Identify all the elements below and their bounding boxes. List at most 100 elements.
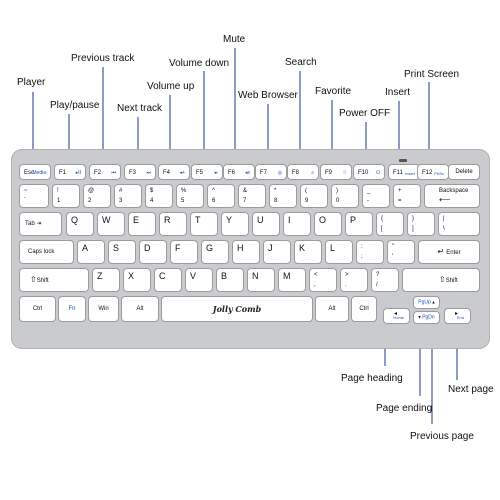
right-ctrl-key[interactable]: Ctrl — [351, 296, 377, 322]
caps-lock-key[interactable]: Caps lock — [19, 240, 74, 264]
key-1[interactable]: !1 — [52, 184, 80, 208]
callout-next-page: Next page — [448, 384, 494, 395]
brand-logo: Jolly Comb — [212, 304, 262, 314]
key-s[interactable]: S — [108, 240, 136, 264]
f12-key[interactable]: F12 PrtSc — [417, 164, 449, 180]
enter-key[interactable]: ↵ Enter — [418, 240, 480, 264]
f4-key[interactable]: F4 ◂+ — [158, 164, 190, 180]
key-k[interactable]: K — [294, 240, 322, 264]
f5-key[interactable]: F5 ◂- — [191, 164, 223, 180]
f9-key[interactable]: F9 ☆ — [320, 164, 352, 180]
right-shift-key[interactable]: ⇧Shift — [402, 268, 480, 292]
callout-page-heading: Page heading — [341, 373, 403, 384]
key-6[interactable]: ^6 — [207, 184, 235, 208]
key-t[interactable]: T — [190, 212, 218, 236]
key-i[interactable]: I — [283, 212, 311, 236]
right-arrow-key[interactable]: ▸ End — [444, 308, 471, 324]
next-track-icon: ⏭ — [146, 170, 151, 176]
callout-insert: Insert — [385, 87, 411, 98]
callout-power-off: Power OFF — [339, 108, 391, 119]
key-x[interactable]: X — [123, 268, 151, 292]
key-e[interactable]: E — [128, 212, 156, 236]
key-9[interactable]: (9 — [300, 184, 328, 208]
power-icon: ⏻ — [376, 170, 380, 176]
key-2[interactable]: @2 — [83, 184, 111, 208]
key-8[interactable]: *8 — [269, 184, 297, 208]
key-v[interactable]: V — [185, 268, 213, 292]
backslash-key[interactable]: |\ — [438, 212, 480, 236]
f3-key[interactable]: F3 ⏭ — [124, 164, 156, 180]
fn-key[interactable]: Fn — [58, 296, 86, 322]
tilde-key[interactable]: ~` — [19, 184, 49, 208]
win-key[interactable]: Win — [88, 296, 119, 322]
key-b[interactable]: B — [216, 268, 244, 292]
tab-arrow-icon: ⇥ — [34, 221, 42, 227]
shift-arrow-icon: ⇧ — [439, 275, 446, 284]
key-5[interactable]: %5 — [176, 184, 204, 208]
key-z[interactable]: Z — [92, 268, 120, 292]
key-g[interactable]: G — [201, 240, 229, 264]
key-7[interactable]: &7 — [238, 184, 266, 208]
callout-search: Search — [285, 57, 317, 68]
slash-key[interactable]: ?/ — [371, 268, 399, 292]
f10-key[interactable]: F10 ⏻ — [353, 164, 385, 180]
f6-key[interactable]: F6 ◂x — [223, 164, 255, 180]
key-c[interactable]: C — [154, 268, 182, 292]
key-3[interactable]: #3 — [114, 184, 142, 208]
semicolon-key[interactable]: :; — [356, 240, 384, 264]
left-arrow-key[interactable]: ◂ Home — [383, 308, 410, 324]
up-arrow-key[interactable]: PgUp ▴ — [413, 296, 440, 309]
favorite-icon: ☆ — [342, 170, 347, 176]
esc-key[interactable]: Esc Media — [19, 164, 51, 180]
down-arrow-icon: ▾ — [418, 314, 421, 320]
left-alt-key[interactable]: Alt — [121, 296, 159, 322]
key-y[interactable]: Y — [221, 212, 249, 236]
right-alt-key[interactable]: Alt — [315, 296, 349, 322]
key-d[interactable]: D — [139, 240, 167, 264]
backspace-arrow-icon: ⟵ — [439, 195, 451, 204]
callout-print-screen: Print Screen — [404, 69, 460, 80]
volume-up-icon: ◂+ — [179, 170, 185, 176]
f8-key[interactable]: F8 ⌕ — [287, 164, 319, 180]
key-u[interactable]: U — [252, 212, 280, 236]
minus-key[interactable]: _- — [362, 184, 390, 208]
key-p[interactable]: P — [345, 212, 373, 236]
key-q[interactable]: Q — [66, 212, 94, 236]
callout-player: Player — [17, 77, 46, 88]
key-j[interactable]: J — [263, 240, 291, 264]
callout-previous-track: Previous track — [71, 53, 135, 64]
key-f[interactable]: F — [170, 240, 198, 264]
tab-key[interactable]: Tab ⇥ — [19, 212, 62, 236]
key-n[interactable]: N — [247, 268, 275, 292]
f11-key[interactable]: F11 Insert — [388, 164, 420, 180]
f7-key[interactable]: F7 ◎ — [255, 164, 287, 180]
key-r[interactable]: R — [159, 212, 187, 236]
right-arrow-icon: ▸ — [455, 311, 459, 317]
key-w[interactable]: W — [97, 212, 125, 236]
key-0[interactable]: )0 — [331, 184, 359, 208]
key-h[interactable]: H — [232, 240, 260, 264]
left-ctrl-key[interactable]: Ctrl — [19, 296, 56, 322]
play-pause-icon: ▸II — [75, 170, 81, 176]
key-m[interactable]: M — [278, 268, 306, 292]
callout-page-ending: Page ending — [376, 403, 433, 414]
key-l[interactable]: L — [325, 240, 353, 264]
key-o[interactable]: O — [314, 212, 342, 236]
f2-key[interactable]: F2 ⏮ — [89, 164, 121, 180]
space-bar[interactable]: Jolly Comb — [161, 296, 313, 322]
backspace-key[interactable]: Backspace ⟵ — [424, 184, 480, 208]
web-browser-icon: ◎ — [277, 170, 282, 176]
callout-volume-down: Volume down — [169, 58, 230, 69]
f1-key[interactable]: F1 ▸II — [54, 164, 86, 180]
left-bracket-key[interactable]: {[ — [376, 212, 404, 236]
right-bracket-key[interactable]: }] — [407, 212, 435, 236]
period-key[interactable]: >. — [340, 268, 368, 292]
equal-key[interactable]: += — [393, 184, 421, 208]
delete-key[interactable]: Delete — [448, 164, 480, 180]
down-arrow-key[interactable]: ▾ PgDn — [413, 311, 440, 324]
quote-key[interactable]: "' — [387, 240, 415, 264]
comma-key[interactable]: <, — [309, 268, 337, 292]
left-shift-key[interactable]: ⇧Shift — [19, 268, 89, 292]
key-4[interactable]: $4 — [145, 184, 173, 208]
key-a[interactable]: A — [77, 240, 105, 264]
